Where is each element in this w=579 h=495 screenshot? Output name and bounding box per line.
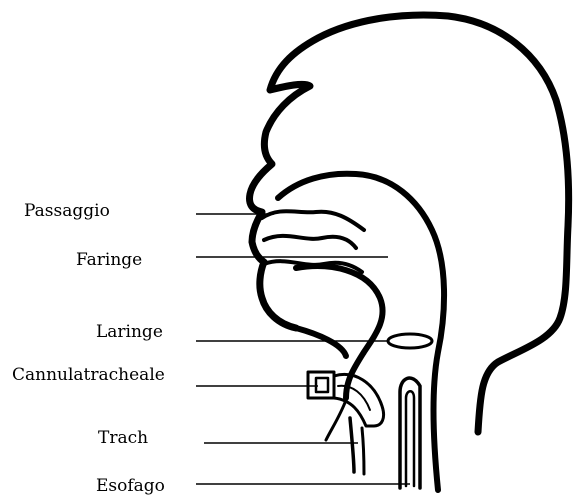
pharynx-upper-wave [264, 236, 356, 248]
label-cannula: Cannulatracheale [12, 365, 165, 385]
label-trach: Trach [98, 428, 148, 448]
neck-front-outline [296, 328, 346, 356]
trachea-outline [350, 418, 354, 472]
trachea-outline-inner [362, 428, 364, 474]
cannula-flange [308, 372, 334, 398]
esophagus-outline [400, 378, 420, 488]
larynx-shape [388, 334, 432, 348]
cannula-flange-inner [316, 378, 328, 392]
cannula-tube [334, 374, 384, 426]
label-faringe: Faringe [76, 250, 142, 270]
label-passaggio: Passaggio [24, 201, 110, 221]
trachea-front [326, 400, 346, 440]
passage-wave [262, 211, 364, 230]
label-esofago: Esofago [96, 476, 165, 495]
head-outline [250, 15, 569, 432]
label-laringe: Laringe [96, 322, 163, 342]
esophagus-inner [406, 391, 414, 486]
